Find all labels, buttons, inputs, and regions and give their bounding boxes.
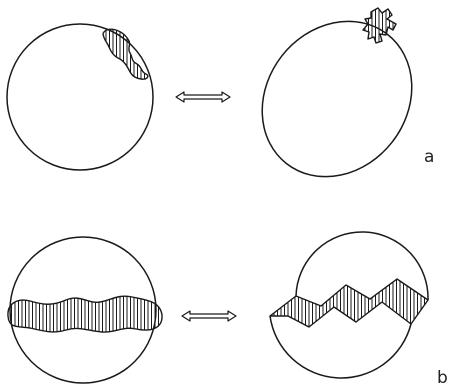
surface-patch-small — [103, 29, 148, 79]
panel-label-a: a — [424, 147, 434, 167]
sphere-round-a — [7, 24, 153, 170]
surface-band-wavy — [8, 296, 162, 332]
ellipsoid-outline — [231, 0, 442, 207]
sphere-sheared-b — [270, 232, 428, 378]
double-arrow-icon — [176, 92, 230, 102]
panel-a: a — [7, 0, 443, 207]
lower-hemisphere-outline — [270, 316, 411, 378]
panel-b: b — [8, 232, 448, 387]
sphere-outline — [7, 24, 153, 170]
surface-band-zigzag — [270, 279, 428, 327]
double-arrow-icon — [182, 311, 236, 321]
sphere-elongated-a — [231, 0, 442, 207]
panel-label-b: b — [437, 368, 448, 387]
sphere-banded-b — [8, 237, 162, 383]
